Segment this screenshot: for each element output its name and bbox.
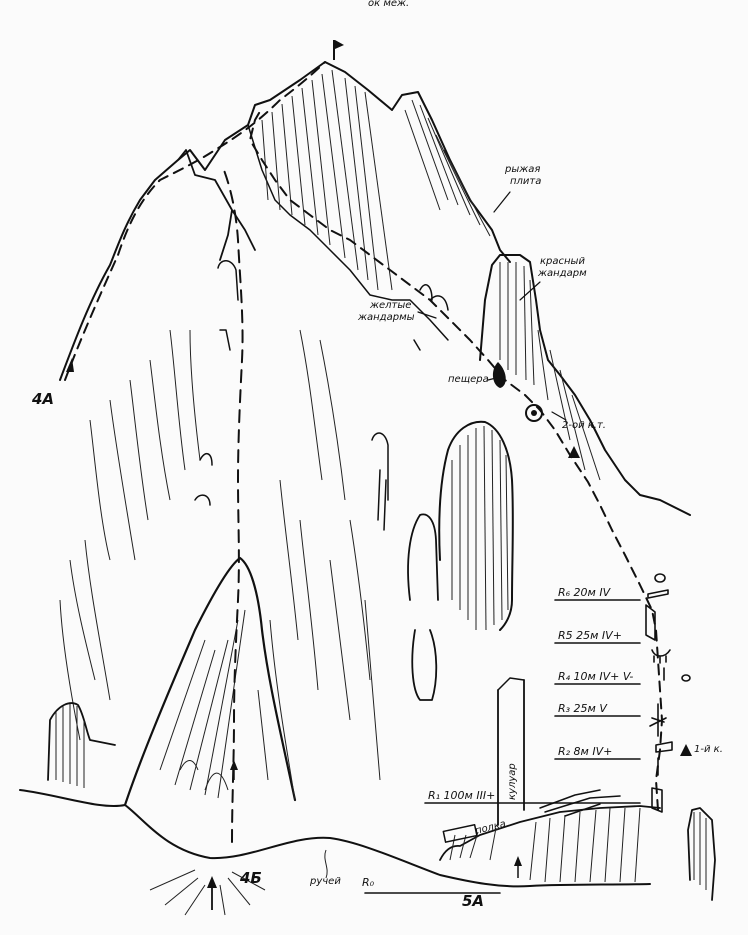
left-outcrop [47,702,116,781]
cave-icon [492,362,506,388]
shelf-rock [439,805,661,861]
central-rib [247,124,449,341]
label-ryzhaya-line1: рыжая [504,164,540,175]
header-cut-text: ок меж. [368,0,409,9]
approach-arrow-icon [514,856,522,878]
route-4b-line [221,164,244,843]
label-peshchera: пещера [448,374,489,385]
label-route-5a: 5А [462,892,484,910]
pitch-label-r1: R₁ 100м III+ [428,789,495,802]
route-symbols [645,573,691,813]
middle-spire [438,420,514,631]
belay-ring-center [531,410,537,416]
lower-left-cone [123,556,297,807]
pitch-label-r3: R₃ 25м V [558,702,608,715]
route-5a-line [249,107,663,811]
label-r0: R₀ [362,876,375,889]
pitch-underlines [364,599,641,894]
left-outcrop-hatching [55,704,85,788]
left-ridge [177,149,256,261]
shelf-block [442,824,478,843]
label-ct2: 2-ой к.т. [562,420,606,431]
summit-flag-icon [333,40,344,60]
couloir-top-left [497,677,525,691]
route-4a-line [64,61,326,381]
pitch-label-r5: R5 25м IV+ [558,629,622,642]
label-ryzhaya-plita: рыжая плита [504,164,544,187]
right-edge-rock [687,807,716,901]
ground-line [19,789,651,888]
pitch-label-r6: R₆ 20м IV [558,586,612,599]
pitch-label-r4: R₄ 10м IV+ V- [558,670,633,683]
label-zheltye-line1: желтые [369,300,411,311]
massif-outline [59,61,511,381]
label-ct1: 1-й к. [694,744,723,755]
belay-ring-icon [525,404,543,422]
right-edge-hatching [693,812,707,890]
red-gendarme-hatching [499,262,601,481]
label-ruchey: ручей [309,876,341,887]
route-4b-arrow-icon [230,760,238,780]
rock-detail-scribbles [194,260,449,531]
label-zheltye-zhandarmy: желтые жандармы [357,300,415,323]
label-zheltye-line2: жандармы [357,312,415,323]
route-4a-arrow-icon [66,358,74,372]
ct2-triangle-icon [568,446,580,458]
pitch-label-r2: R₂ 8м IV+ [558,745,612,758]
label-ryzhaya-line2: плита [510,176,541,187]
start-arrow-icon [207,876,217,910]
label-krasny-line2: жандарм [537,268,587,279]
label-krasny-line1: красный [540,256,585,267]
label-route-4a: 4А [31,390,54,408]
red-gendarme [479,254,691,516]
label-leaders [417,191,567,421]
lower-tower [411,629,438,701]
lower-cone-hatching [159,609,269,799]
label-polka: полка [474,819,507,837]
summit-hatching [261,69,491,291]
label-route-4b: 4Б [239,869,262,887]
shelf-hatching [449,807,641,883]
ct1-triangle-icon [680,744,692,756]
small-left-spire [407,513,439,601]
label-kuluar: кулуар [507,763,518,800]
middle-spire-hatching [451,425,509,631]
left-face-cracks [59,329,381,801]
label-krasny-zhandarm: красный жандарм [537,256,588,279]
stream-strokes [149,849,328,916]
